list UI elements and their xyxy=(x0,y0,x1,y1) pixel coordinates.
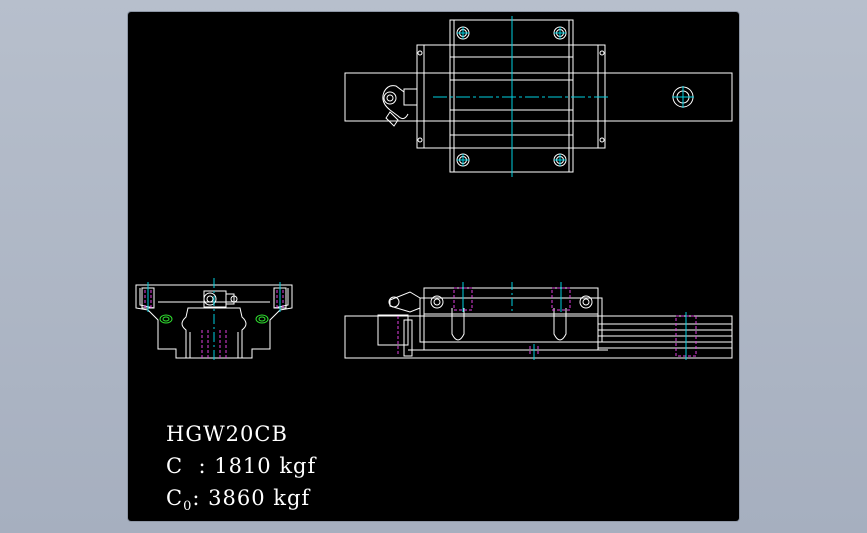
end-rail-profile xyxy=(181,307,247,358)
static-load-separator: : xyxy=(192,486,201,510)
dynamic-load-separator: : xyxy=(198,454,207,478)
end-seals xyxy=(159,314,269,324)
side-centerlines xyxy=(462,282,687,360)
top-centerlines xyxy=(433,16,694,177)
dynamic-load-rating: C : 1810 kgf xyxy=(166,454,316,478)
grease-nipple-side xyxy=(377,291,421,357)
cad-viewport[interactable]: HGW20CB C : 1810 kgf C0: 3860 kgf xyxy=(128,12,739,521)
end-hidden xyxy=(144,290,284,358)
grease-nipple-top xyxy=(382,85,418,127)
side-rail xyxy=(344,315,733,359)
static-load-value: 3860 kgf xyxy=(208,486,311,510)
static-load-rating: C0: 3860 kgf xyxy=(166,486,311,514)
end-view xyxy=(135,284,293,359)
static-load-subscript: 0 xyxy=(183,499,193,514)
top-rail xyxy=(344,72,733,122)
end-centerlines xyxy=(147,278,281,362)
top-view xyxy=(344,19,733,173)
side-block xyxy=(423,287,599,351)
end-block-outline xyxy=(135,284,293,359)
static-load-symbol: C xyxy=(166,486,184,510)
linear-guide-drawing xyxy=(135,16,733,362)
dynamic-load-value: 1810 kgf xyxy=(214,454,317,478)
side-view xyxy=(344,287,733,359)
dynamic-load-symbol: C xyxy=(166,454,184,478)
model-label: HGW20CB xyxy=(166,422,288,446)
